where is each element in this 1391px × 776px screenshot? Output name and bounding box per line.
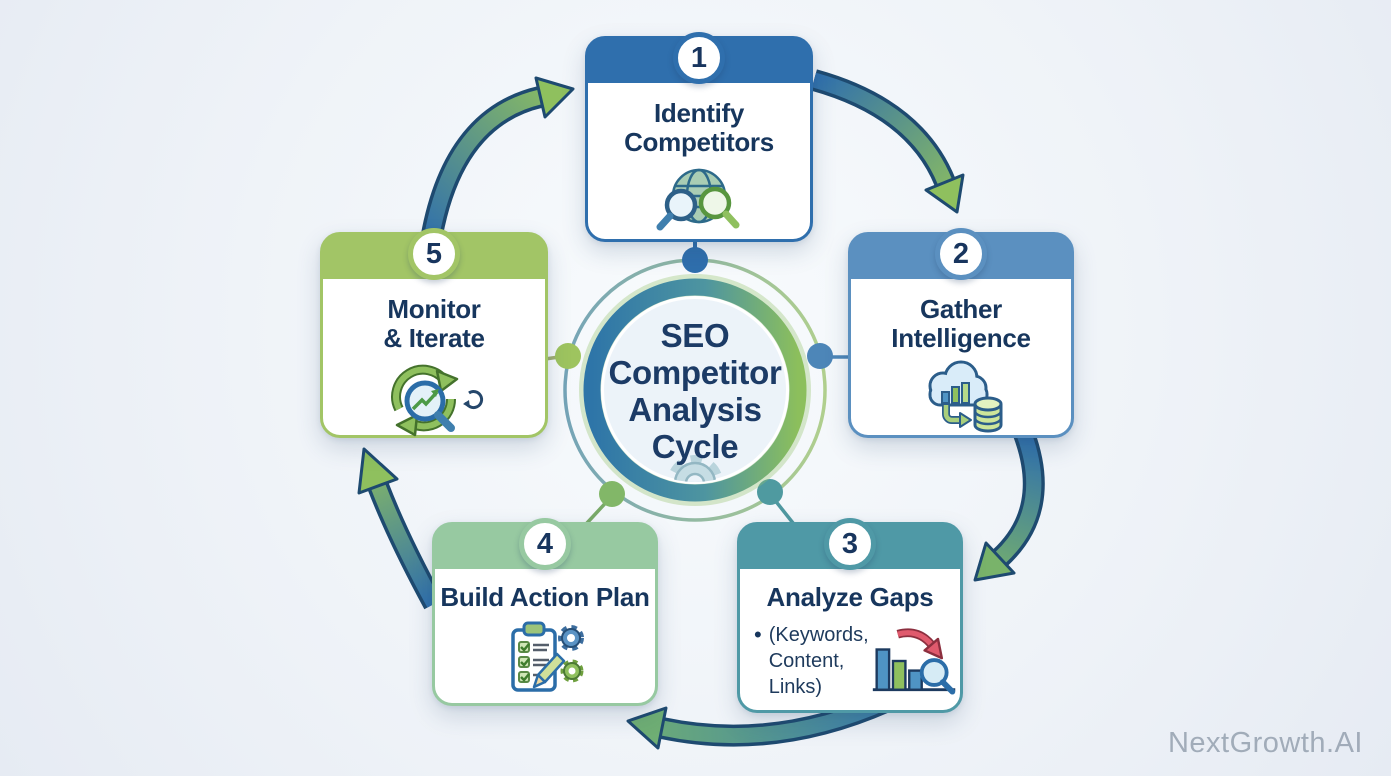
node-dot-bottom-left — [599, 481, 625, 507]
step-card-monitor-iterate: 5 Monitor& Iterate — [320, 228, 548, 441]
card-bullet-list: • (Keywords, Content, Links) — [754, 622, 869, 699]
watermark: NextGrowth.AI — [1167, 727, 1363, 759]
step-number-badge: 1 — [673, 32, 725, 84]
globe-search-icon — [588, 163, 810, 239]
step-number: 2 — [952, 237, 970, 270]
node-dot-bottom-right — [757, 479, 783, 505]
center-title-line: SEO — [660, 317, 730, 354]
arrow-4-to-5 — [357, 447, 444, 610]
node-dot-right — [807, 343, 833, 369]
center-title-line: Competitor — [608, 354, 782, 391]
step-number-badge: 5 — [408, 228, 460, 280]
arrow-5-to-1 — [419, 76, 575, 248]
step-number-badge: 3 — [824, 518, 876, 570]
step-number: 1 — [690, 41, 708, 74]
card-title: Analyze Gaps — [766, 582, 934, 612]
step-card-analyze-gaps: 3 Analyze Gaps • (Keywords, Content, Lin… — [737, 518, 963, 713]
declining-chart-magnifier-icon — [869, 622, 961, 700]
step-card-build-action-plan: 4 Build Action Plan — [432, 518, 658, 706]
gear-blue — [558, 625, 584, 652]
center-title-line: Cycle — [651, 428, 739, 465]
cloud-database-icon — [851, 359, 1071, 435]
arrow-2-to-3 — [973, 430, 1045, 582]
step-number-badge: 4 — [519, 518, 571, 570]
card-title: Build Action Plan — [440, 582, 650, 612]
step-number: 5 — [425, 237, 443, 270]
card-title: Monitor& Iterate — [383, 294, 485, 354]
hub-orbit-ring — [555, 247, 833, 522]
node-dot-top — [682, 247, 708, 273]
checklist-gears-icon — [435, 618, 655, 696]
center-title-line: Analysis — [628, 391, 762, 428]
step-number-badge: 2 — [935, 228, 987, 280]
refresh-magnifier-icon — [323, 359, 545, 441]
step-number: 4 — [536, 527, 554, 560]
hub-circle — [579, 274, 811, 506]
arrow-1-to-2 — [811, 69, 965, 214]
gear-icon — [667, 455, 723, 482]
center-title: SEO Competitor Analysis Cycle — [545, 317, 845, 465]
step-number: 3 — [841, 527, 859, 560]
gear-green — [560, 659, 584, 683]
node-dot-left — [555, 343, 581, 369]
